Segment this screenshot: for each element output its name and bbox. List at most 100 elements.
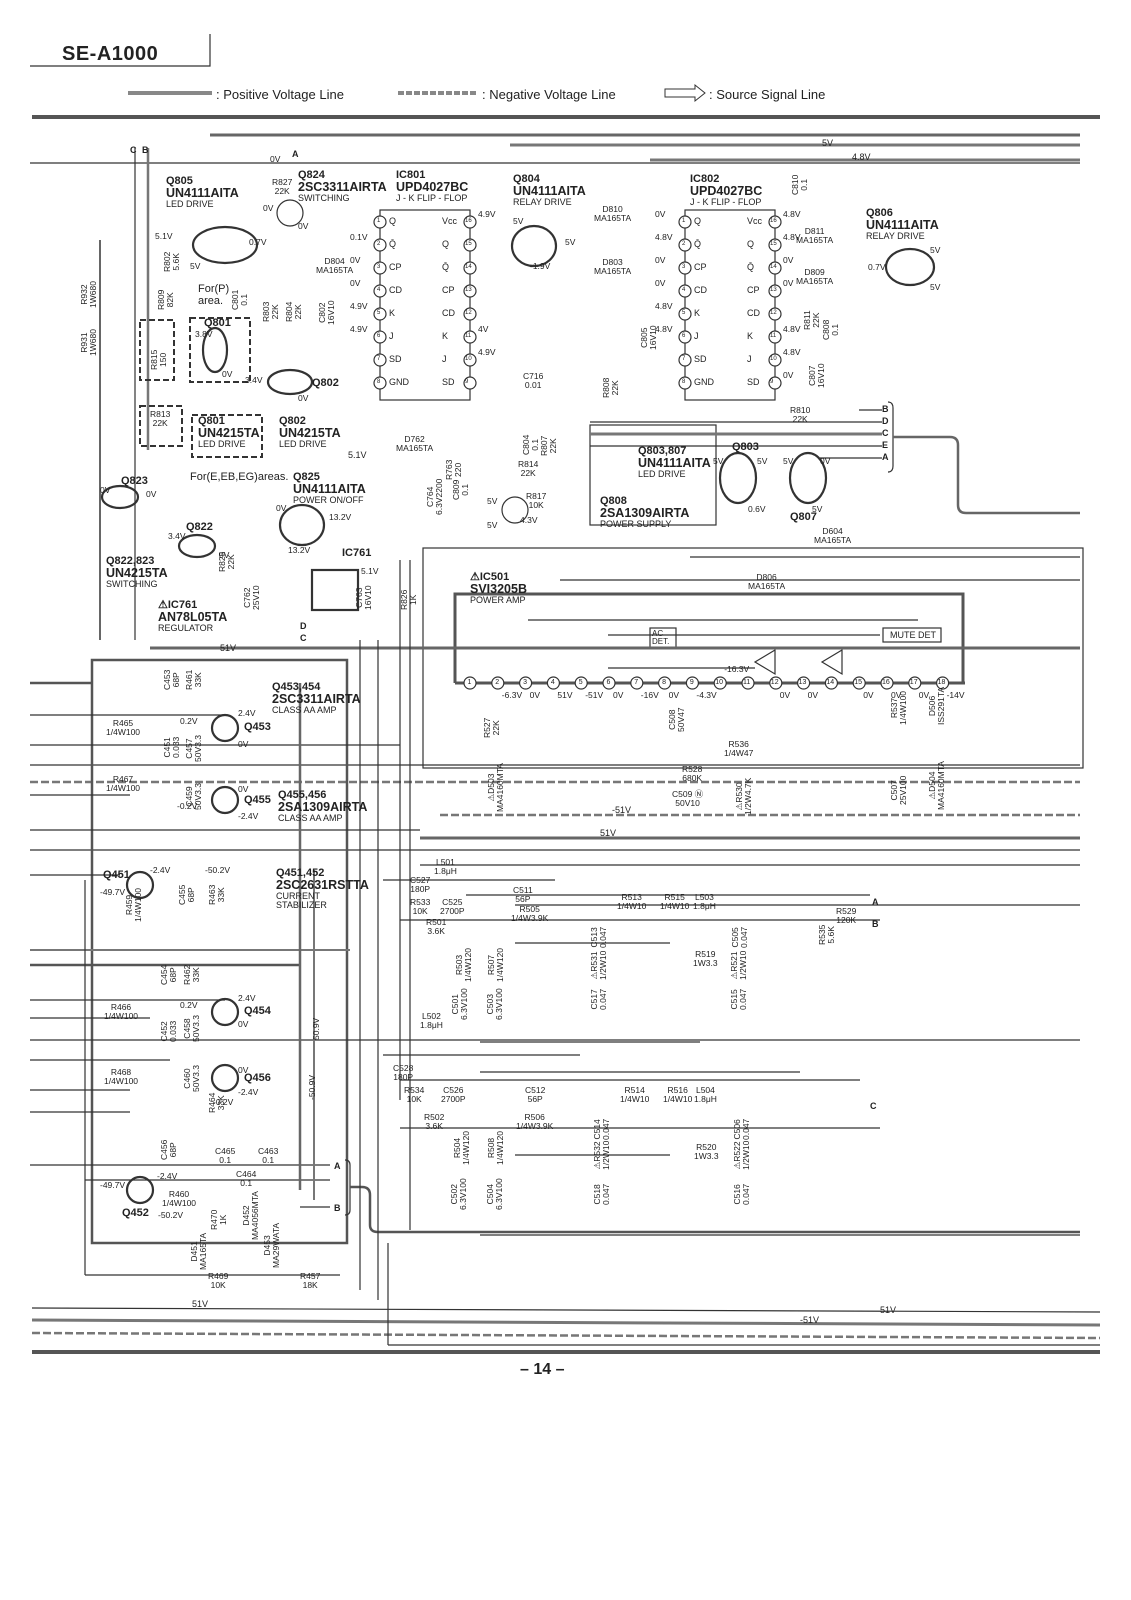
component-value: MA29WATA <box>270 1222 281 1268</box>
ic801-pin-n: 16 <box>465 218 472 224</box>
component-ref: L504 <box>695 1085 715 1095</box>
ic801-pin-n: 5 <box>377 310 381 316</box>
component-value: 0.047 <box>600 1118 611 1140</box>
voltage-q807-e: 5V <box>812 504 823 514</box>
component-value: 25V10 <box>250 585 261 610</box>
ic801-pin-v: 0.1V <box>350 232 368 242</box>
ic802-block: IC802 UPD4027BC J - K FLIP - FLOP <box>690 173 763 207</box>
ic801-pin-name: CP <box>442 285 455 295</box>
ic501-pin-number: 7 <box>634 679 639 686</box>
ic802-pin-name: CD <box>694 285 707 295</box>
ic501-pin-9 <box>685 676 700 690</box>
note-for-p: For(P) <box>198 283 230 295</box>
q451-452-block: Q451,452 2SC2631RSTTA CURRENT STABILIZER <box>276 867 369 910</box>
component-value: MA165TA <box>796 275 834 286</box>
voltage-q807-c: 0V <box>820 456 831 466</box>
component-value: 0.1 <box>238 293 249 306</box>
model-title: SE-A1000 <box>62 43 159 65</box>
ic501-pin-15 <box>852 676 866 690</box>
component-value: 1/2W10 <box>597 950 608 980</box>
voltage-q804-e: -1.9V <box>530 261 551 271</box>
ic501-pin-voltage: 0V <box>529 690 540 700</box>
component-value: 1.8μH <box>434 865 457 876</box>
component-value: 0.047 <box>740 1118 751 1140</box>
ic801-pin-v: 0V <box>350 278 361 288</box>
ic801-pin-name: CP <box>389 262 402 272</box>
ic802-pin-n: 15 <box>770 241 777 247</box>
ic802-pin-15 <box>768 238 782 252</box>
component-ref: C463 <box>258 1146 279 1156</box>
ic801-pin-name: Vcc <box>442 216 458 226</box>
component-value: 1/4W120 <box>462 947 473 982</box>
ic802-pin-v: 4.8V <box>783 209 801 219</box>
connector-c-filter: C <box>870 1101 877 1111</box>
ic802-pin-v: 4.8V <box>783 324 801 334</box>
ic801-pin-n: 12 <box>465 310 472 316</box>
ic501-pin-number: 16 <box>882 679 890 686</box>
component-ref: R514 <box>624 1085 645 1095</box>
component-ref: C525 <box>442 897 463 907</box>
connector-c-mid: C <box>300 633 307 643</box>
q806-block: Q806 UN4111AITA RELAY DRIVE <box>866 207 939 241</box>
component-value: 1/4W3.9K <box>511 912 549 923</box>
component-value: 1.8μH <box>694 1093 717 1104</box>
ic802-pin-6 <box>678 330 692 344</box>
component-value: 22K <box>609 380 620 396</box>
ic501-pin-14 <box>824 676 839 690</box>
ac-det-label: AC DET. <box>652 629 670 646</box>
component-value: MA165TA <box>396 442 434 453</box>
voltage-q823-out: 0V <box>146 489 157 499</box>
ic802-pin-n: 11 <box>770 333 777 339</box>
component-value: 1W680 <box>87 281 98 308</box>
component-ref: R814 <box>518 459 539 469</box>
ic501-pin-voltage: 0V <box>613 690 624 700</box>
voltage-q451-c: -2.4V <box>150 865 171 875</box>
ic802-pin-v: 4.8V <box>655 324 673 334</box>
ic802-pin-1 <box>678 215 692 229</box>
voltage-q807-b: 5V <box>783 456 794 466</box>
component-value: 50V10 <box>675 797 700 808</box>
component-value: ISS291TA <box>935 686 946 725</box>
connector-b-right: B <box>882 404 889 414</box>
component-ref: D804 <box>324 256 345 266</box>
component-value: 1K <box>407 594 418 606</box>
voltage-q825-c: 13.2V <box>329 512 352 522</box>
component-value: 25V100 <box>897 775 908 805</box>
rail-5-1v: 5.1V <box>348 450 367 460</box>
rail-51v-bottom-left: 51V <box>192 1299 209 1309</box>
component-ref: R502 <box>424 1112 445 1122</box>
component-value: 1.8μH <box>420 1019 443 1030</box>
ic501-pin-5 <box>574 676 588 690</box>
connector-a-top: A <box>292 149 299 159</box>
voltage-q806-c: 5V <box>930 282 941 292</box>
q456-label: Q456 <box>244 1072 271 1084</box>
ic801-pin-n: 8 <box>377 379 381 385</box>
ic501-pin-18 <box>935 676 950 690</box>
voltage-q801-v: 3.8V <box>195 329 213 339</box>
